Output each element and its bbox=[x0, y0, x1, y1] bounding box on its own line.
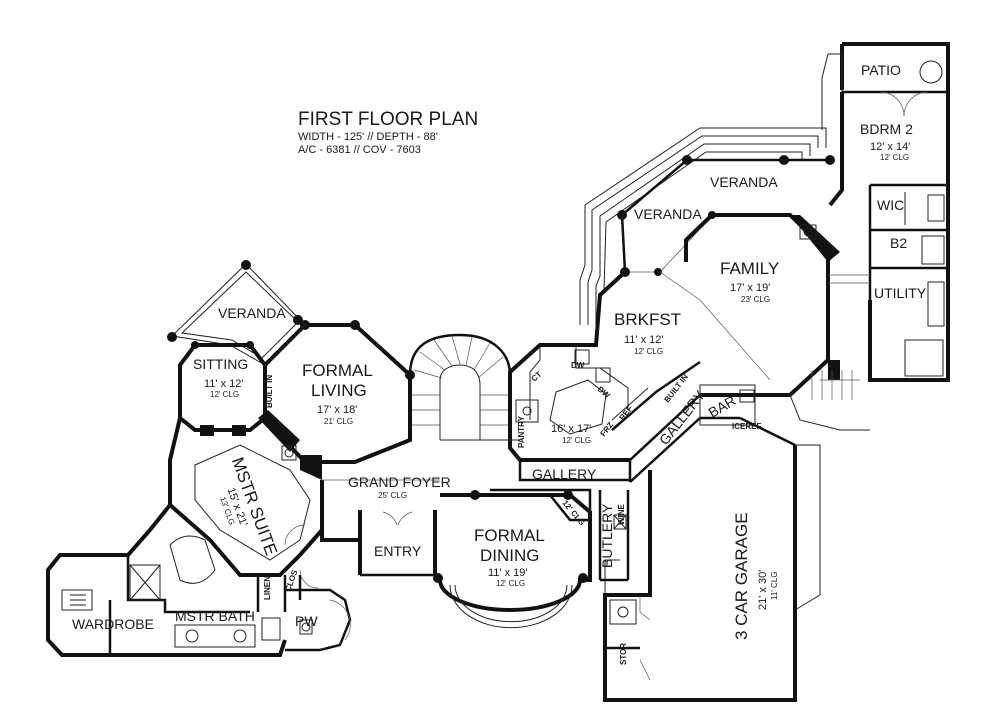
clg-family: 23' CLG bbox=[741, 295, 770, 304]
label-veranda-left: VERANDA bbox=[218, 305, 286, 321]
formal-living-walls bbox=[258, 320, 415, 480]
label-wic: WIC bbox=[877, 197, 904, 213]
label-built-in-left: BUILT IN bbox=[265, 375, 274, 408]
label-brkfst: BRKFST bbox=[614, 310, 681, 329]
label-stor: STOR bbox=[619, 643, 628, 665]
label-patio: PATIO bbox=[861, 62, 901, 78]
veranda-roof-lines bbox=[579, 127, 835, 325]
label-ct: CT bbox=[530, 370, 544, 384]
sitting-walls bbox=[167, 260, 306, 432]
family-room-walls bbox=[659, 213, 870, 397]
label-dw-2: DW bbox=[596, 385, 612, 401]
dim-bdrm2: 12' x 14' bbox=[870, 141, 910, 153]
label-veranda-top: VERANDA bbox=[710, 174, 778, 190]
clg-brkfst: 12' CLG bbox=[634, 347, 663, 356]
plan-area: A/C - 6381 // COV - 7603 bbox=[298, 144, 421, 156]
label-entry: ENTRY bbox=[374, 543, 422, 559]
clg-sitting: 12' CLG bbox=[210, 390, 239, 399]
clg-bdrm2: 12' CLG bbox=[880, 153, 909, 162]
clg-formal-dining: 12' CLG bbox=[496, 579, 525, 588]
dim-family: 17' x 19' bbox=[730, 282, 770, 294]
label-linen: LINEN bbox=[263, 576, 272, 600]
label-formal-living-1: FORMAL bbox=[302, 361, 373, 380]
label-icemaker: ICEREF bbox=[732, 422, 761, 431]
right-wing-walls bbox=[821, 42, 950, 382]
dim-kitchen: 16' x 17' bbox=[551, 423, 591, 435]
label-sitting: SITTING bbox=[193, 356, 248, 372]
entry-walls bbox=[285, 479, 440, 652]
label-formal-dining-1: FORMAL bbox=[474, 526, 545, 545]
label-dw-1: DW bbox=[571, 361, 585, 370]
label-wine: WINE bbox=[617, 503, 626, 525]
dim-formal-living: 17' x 18' bbox=[317, 404, 357, 416]
label-veranda-mid: VERANDA bbox=[634, 206, 702, 222]
plan-title: FIRST FLOOR PLAN bbox=[298, 109, 478, 130]
label-mstr-bath: MSTR BATH bbox=[175, 608, 255, 624]
clg-formal-living: 21' CLG bbox=[324, 417, 353, 426]
label-grand-foyer: GRAND FOYER bbox=[348, 474, 451, 490]
dim-formal-dining: 11' x 19' bbox=[488, 567, 527, 579]
plan-dimensions: WIDTH - 125' // DEPTH - 88' bbox=[298, 131, 438, 143]
title-block: FIRST FLOOR PLAN WIDTH - 125' // DEPTH -… bbox=[298, 109, 478, 156]
kitchen-walls bbox=[508, 270, 701, 462]
label-utility: UTILITY bbox=[874, 285, 927, 301]
clg-grand-foyer: 25' CLG bbox=[378, 491, 407, 500]
label-butlery: BUTLERY bbox=[599, 503, 615, 568]
label-family: FAMILY bbox=[720, 259, 779, 278]
staircase bbox=[408, 333, 520, 441]
label-bdrm2: BDRM 2 bbox=[860, 121, 913, 137]
room-labels: PATIO BDRM 2 12' x 14' 12' CLG WIC B2 UT… bbox=[72, 62, 927, 665]
clg-garage: 11' CLG bbox=[770, 571, 779, 600]
dining-walls bbox=[433, 488, 630, 629]
master-suite-walls bbox=[168, 417, 324, 577]
label-garage: 3 CAR GARAGE bbox=[732, 512, 751, 640]
master-bath-walls bbox=[46, 503, 302, 657]
label-b2: B2 bbox=[890, 235, 907, 251]
label-formal-living-2: LIVING bbox=[311, 381, 367, 400]
label-pw: PW bbox=[295, 613, 318, 629]
label-wardrobe: WARDROBE bbox=[72, 616, 154, 632]
dim-brkfst: 11' x 12' bbox=[624, 334, 663, 346]
garage-walls bbox=[518, 370, 870, 702]
label-pantry: PANTRY bbox=[517, 415, 526, 448]
dim-sitting: 11' x 12' bbox=[204, 378, 243, 390]
dim-garage: 21' x 30' bbox=[757, 570, 769, 610]
label-formal-dining-2: DINING bbox=[480, 546, 540, 565]
clg-kitchen: 12' CLG bbox=[562, 436, 591, 445]
label-gallery-lower: GALLERY bbox=[532, 466, 597, 482]
